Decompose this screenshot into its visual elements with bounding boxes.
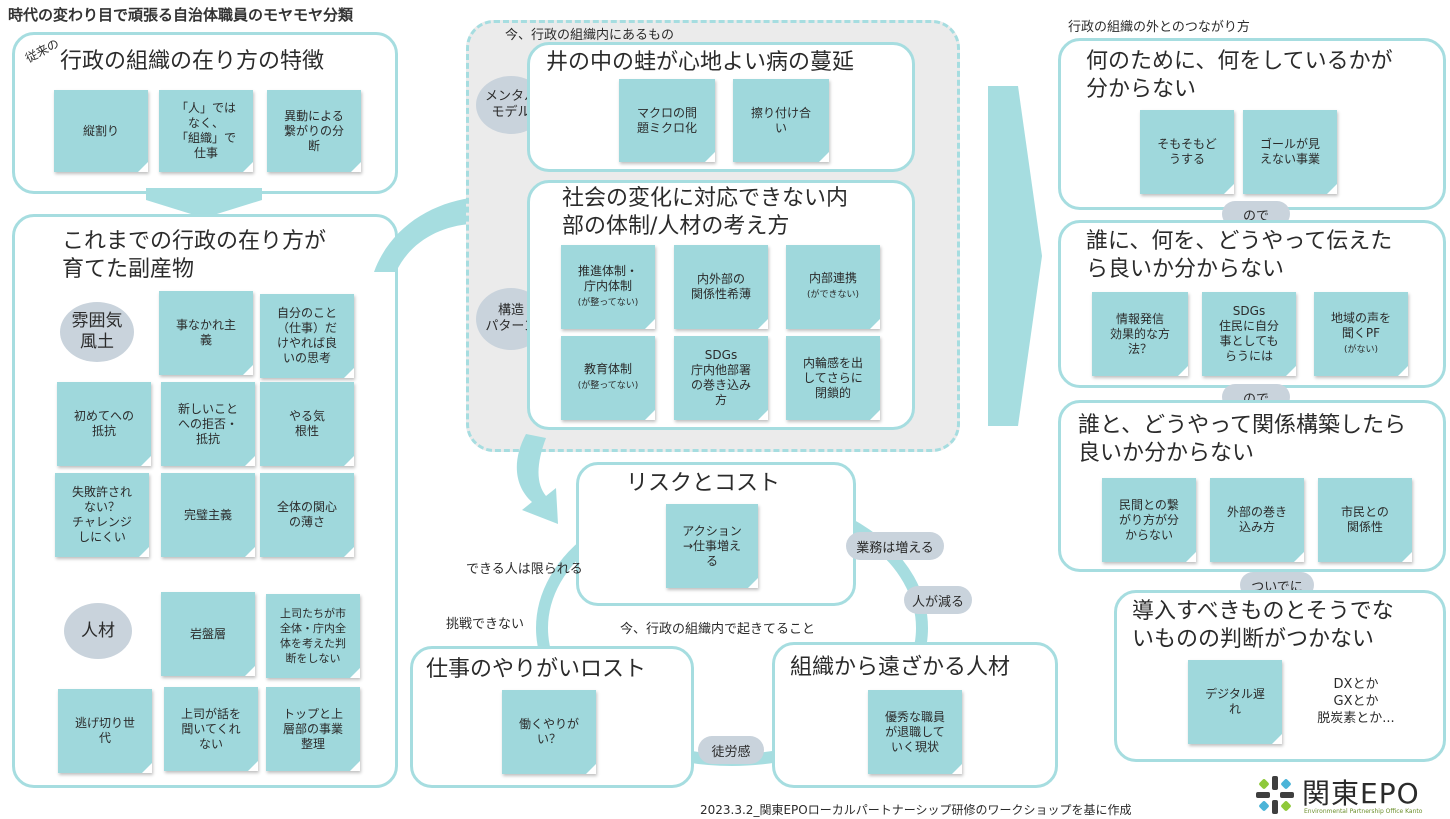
sticky-note: 情報発信 効果的な方 法？: [1092, 292, 1188, 376]
cycle-label: 挑戦できない: [446, 617, 525, 632]
logo-text: 関東EPO: [1302, 777, 1420, 810]
footer-credit: 2023.3.2_関東EPOローカルパートナーシップ研修のワークショップを基に作…: [700, 803, 1132, 817]
sticky-note: 失敗許され ない？ チャレンジ しにくい: [55, 473, 149, 557]
panel-title-judgment: 導入すべきものとそうでな いものの判断がつかない: [1132, 599, 1394, 652]
region-label-outside: 行政の組織の外とのつながり方: [1068, 20, 1250, 35]
sticky-note: 上司が話を 聞いてくれ ない: [164, 687, 258, 771]
note-main: SDGs 住民に自分 事としても らうには: [1218, 304, 1279, 363]
sticky-note: 全体の関心 の薄さ: [260, 473, 354, 557]
cycle-center-label: 今、行政の組織内で起きてること: [620, 622, 816, 637]
panel-title-frog: 井の中の蛙が心地よい病の蔓延: [546, 50, 855, 75]
sticky-note: 縦割り: [54, 90, 148, 172]
note-sub: (が整ってない): [577, 381, 639, 391]
right-arrow-icon: [988, 86, 1042, 426]
cycle-label: 人が減る: [904, 586, 972, 614]
panel-title-leaving: 組織から遠ざかる人材: [790, 655, 1011, 680]
region-label-inside: 今、行政の組織内にあるもの: [505, 28, 675, 43]
note-main: 推進体制・ 庁内体制: [577, 263, 638, 293]
sticky-note: 自分のこと （仕事）だ けやれば良 いの思考: [260, 294, 354, 378]
sticky-note: 事なかれ主 義: [159, 291, 253, 375]
sticky-note: 内輪感を出 してさらに 閉鎖的: [786, 336, 880, 420]
sticky-note: 内部連携 (ができない): [786, 245, 880, 329]
note-main: SDGs 庁内他部署 の巻き込み 方: [690, 348, 751, 407]
page-title: 時代の変わり目で頑張る自治体職員のモヤモヤ分類: [8, 6, 354, 24]
sticky-note: 岩盤層: [161, 592, 255, 676]
note-main: 内輪感を出 してさらに 閉鎖的: [802, 355, 863, 400]
panel-title-lost: 仕事のやりがいロスト: [426, 657, 647, 682]
sticky-note: 優秀な職員 が退職して いく現状: [868, 690, 962, 774]
note-sub: (がない): [1343, 344, 1378, 355]
sticky-note: SDGs 庁内他部署 の巻き込み 方: [674, 336, 768, 420]
label-atmosphere: 雰囲気 風土: [60, 302, 134, 362]
panel-title-tell: 誰に、何を、どうやって伝えた ら良いか分からない: [1086, 229, 1393, 282]
note-sub: (が整ってない): [577, 297, 639, 308]
note-main: 内外部の 関係性希薄: [690, 272, 751, 301]
extra-examples: DXとか GXとか 脱炭素とか...: [1317, 677, 1395, 726]
curved-down-arrow-icon: [516, 434, 558, 524]
sticky-note: 完璧主義: [161, 473, 255, 557]
note-main: 地域の声を 聞くPF: [1330, 310, 1391, 340]
sticky-note: そもそもど うする: [1140, 110, 1234, 194]
panel-title-relationship: 誰と、どうやって関係構築したら 良いか分からない: [1078, 413, 1407, 466]
cycle-label: 業務は増える: [846, 532, 944, 560]
sticky-note: マクロの問 題ミクロ化: [619, 79, 715, 162]
sticky-note: 外部の巻き 込み方: [1210, 478, 1304, 562]
sticky-note: 内外部の 関係性希薄: [674, 245, 768, 329]
sticky-note: 新しいこと への拒否・ 抵抗: [161, 382, 255, 466]
sticky-note: 地域の声を 聞くPF (がない): [1314, 292, 1408, 376]
label-people: 人材: [64, 603, 132, 659]
sticky-note: 初めてへの 抵抗: [57, 382, 151, 466]
cycle-label: できる人は限られる: [466, 562, 583, 577]
sticky-note: ゴールが見 えない事業: [1243, 110, 1337, 194]
sticky-note: 上司たちが市 全体・庁内全 体を考えた判 断をしない: [266, 594, 360, 678]
sticky-note: やる気 根性: [260, 382, 354, 466]
panel-title-purpose: 何のために、何をしているかが 分からない: [1086, 49, 1393, 102]
panel-title-traditional: 行政の組織の在り方の特徴: [60, 49, 325, 74]
sticky-note: 民間との繋 がり方が分 からない: [1102, 478, 1196, 562]
logo-subtext: Environmental Partnership Office Kanto: [1304, 808, 1423, 815]
panel-title-risk: リスクとコスト: [626, 471, 781, 496]
sticky-note: 教育体制 (が整ってない): [561, 336, 655, 420]
kanto-epo-logo-icon: [1256, 776, 1294, 814]
note-main: 情報発信 効果的な方 法？: [1109, 311, 1170, 356]
sticky-note: 擦り付け合 い: [733, 79, 829, 162]
sticky-note: 異動による 繋がりの分 断: [267, 90, 361, 172]
sticky-note: 推進体制・ 庁内体制 (が整ってない): [561, 245, 655, 329]
sticky-note: SDGs 住民に自分 事としても らうには: [1202, 292, 1296, 376]
sticky-note: 「人」では なく、 「組織」で 仕事: [159, 90, 253, 172]
sticky-note: トップと上 層部の事業 整理: [266, 687, 360, 771]
sticky-note: アクション →仕事増え る: [666, 504, 758, 588]
cycle-label: 徒労感: [698, 736, 764, 764]
sticky-note: デジタル遅 れ: [1188, 660, 1282, 744]
sticky-note: 市民との 関係性: [1318, 478, 1412, 562]
note-main: 教育体制: [583, 362, 632, 376]
note-main: 内部連携: [808, 271, 857, 285]
down-arrow-icon: [146, 188, 262, 218]
sticky-note: 逃げ切り世 代: [58, 689, 152, 773]
panel-frog-in-well: [527, 42, 915, 172]
note-sub: (ができない): [806, 290, 860, 300]
sticky-note: 働くやりが い？: [502, 690, 596, 774]
panel-title-byproducts: これまでの行政の在り方が 育てた副産物: [62, 229, 327, 282]
panel-title-internal: 社会の変化に対応できない内 部の体制/人材の考え方: [562, 186, 849, 239]
